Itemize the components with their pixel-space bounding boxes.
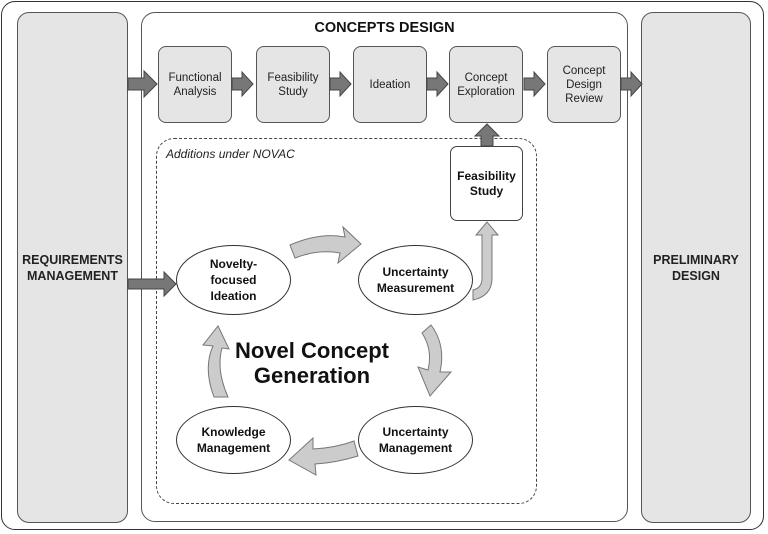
step-ideation: Ideation bbox=[353, 46, 427, 123]
curved-arrow-ideation-to-measurement bbox=[289, 225, 362, 265]
node-uncertainty-management: Uncertainty Management bbox=[358, 406, 473, 474]
node-knowledge-management: Knowledge Management bbox=[176, 406, 291, 474]
curved-arrow-management-to-knowledge bbox=[288, 436, 359, 476]
arrow-req-to-functional bbox=[127, 69, 158, 99]
curved-arrow-knowledge-to-ideation bbox=[202, 325, 230, 398]
concepts-design-title: CONCEPTS DESIGN bbox=[314, 20, 455, 36]
curved-arrow-measurement-to-feasibility bbox=[472, 221, 500, 301]
requirements-management-panel: REQUIREMENTS MANAGEMENT bbox=[17, 12, 128, 523]
novac-additions-region bbox=[156, 138, 537, 504]
node-novelty-focused-ideation: Novelty- focused Ideation bbox=[176, 245, 291, 315]
novel-concept-generation-title: Novel Concept Generation bbox=[234, 338, 390, 388]
arrow-feasibility-to-ideation bbox=[329, 70, 352, 98]
novac-feasibility-study-box: Feasibility Study bbox=[450, 146, 523, 221]
arrow-req-to-novelty-ideation bbox=[127, 270, 177, 298]
arrow-functional-to-feasibility bbox=[231, 70, 254, 98]
arrow-review-to-preliminary bbox=[620, 70, 643, 98]
node-uncertainty-measurement: Uncertainty Measurement bbox=[358, 245, 473, 315]
arrow-exploration-to-review bbox=[523, 70, 546, 98]
novac-additions-label: Additions under NOVAC bbox=[166, 147, 295, 161]
step-functional-analysis: Functional Analysis bbox=[158, 46, 232, 123]
step-concept-exploration: Concept Exploration bbox=[449, 46, 523, 123]
curved-arrow-measurement-to-management bbox=[417, 324, 453, 397]
step-concept-design-review: Concept Design Review bbox=[547, 46, 621, 123]
preliminary-design-panel: PRELIMINARY DESIGN bbox=[641, 12, 751, 523]
arrow-ideation-to-exploration bbox=[426, 70, 449, 98]
arrow-feasibility-to-exploration bbox=[473, 123, 501, 147]
step-feasibility-study: Feasibility Study bbox=[256, 46, 330, 123]
